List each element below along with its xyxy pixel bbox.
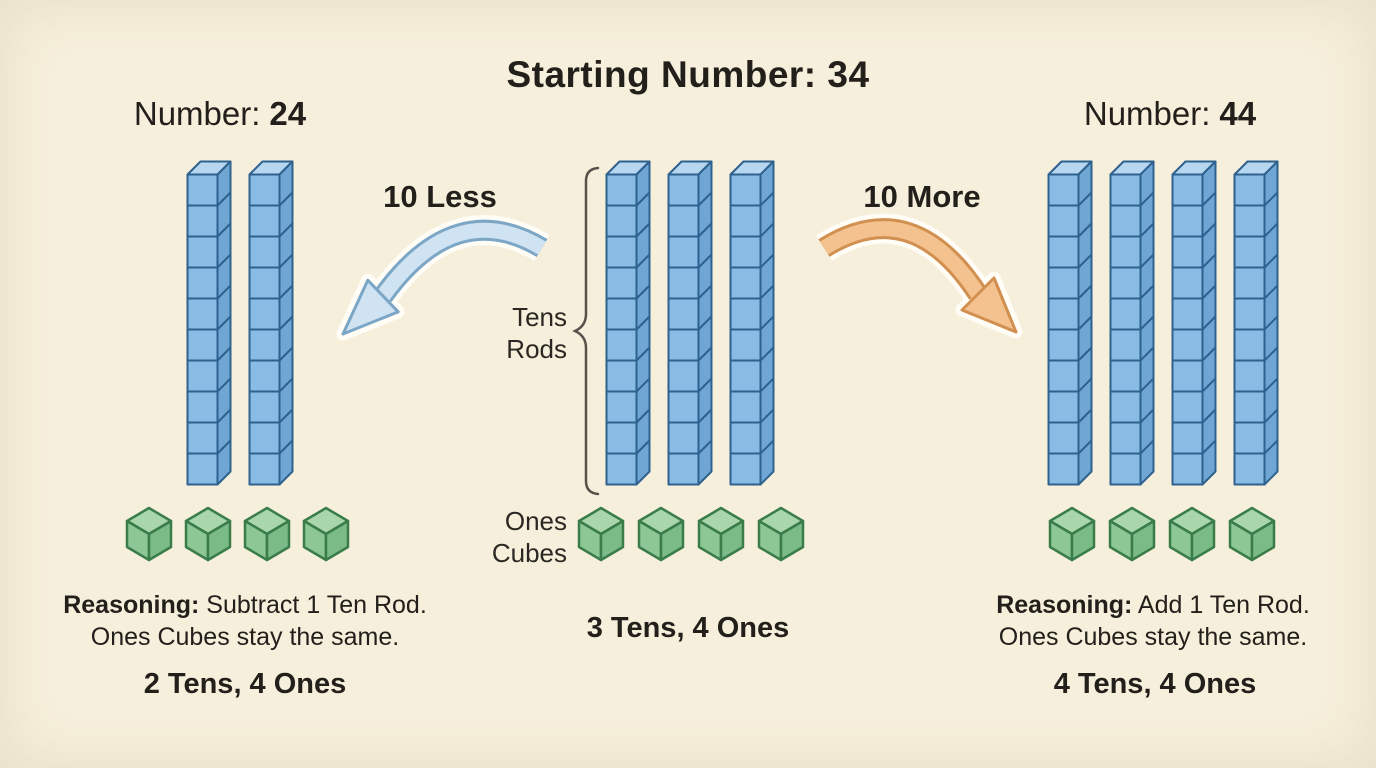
ones-cubes-label: Ones Cubes xyxy=(491,506,567,568)
tens-rod xyxy=(729,160,775,486)
ones-cube xyxy=(1048,506,1096,562)
center-tens-rods-group xyxy=(605,160,775,486)
ten-less-arrow-icon xyxy=(336,215,550,341)
left-number-value: 24 xyxy=(269,95,307,132)
ones-cube xyxy=(697,506,745,562)
tens-rod xyxy=(605,160,651,486)
ones-cube xyxy=(243,506,291,562)
center-ones-cubes-group xyxy=(576,506,806,562)
tens-rod xyxy=(1171,160,1217,486)
ones-cube xyxy=(302,506,350,562)
ones-cube xyxy=(577,506,625,562)
ten-more-label: 10 More xyxy=(863,179,981,214)
left-reasoning: Reasoning: Subtract 1 Ten Rod. Ones Cube… xyxy=(45,589,445,653)
right-reasoning-line2: Ones Cubes stay the same. xyxy=(998,623,1308,651)
tens-rod xyxy=(667,160,713,486)
tens-rod xyxy=(248,160,294,486)
ones-cube xyxy=(1168,506,1216,562)
tens-rods-brace-icon xyxy=(572,166,600,496)
right-reasoning-prefix: Reasoning: xyxy=(996,591,1133,619)
right-reasoning: Reasoning: Add 1 Ten Rod. Ones Cubes sta… xyxy=(953,589,1353,653)
left-number-label: Number: xyxy=(133,95,261,132)
ten-less-label: 10 Less xyxy=(383,179,497,214)
left-tens-rods-group xyxy=(186,160,294,486)
right-tens-rods-group xyxy=(1047,160,1279,486)
right-reasoning-text: Add 1 Ten Rod. xyxy=(1132,591,1310,619)
tens-rod xyxy=(1233,160,1279,486)
ten-more-arrow-icon xyxy=(816,213,1023,339)
ones-cube xyxy=(184,506,232,562)
left-number-heading: Number:24 xyxy=(60,95,380,133)
ones-cube xyxy=(757,506,805,562)
tens-rod xyxy=(1047,160,1093,486)
center-summary: 3 Tens, 4 Ones xyxy=(586,612,790,644)
tens-rod xyxy=(186,160,232,486)
left-reasoning-prefix: Reasoning: xyxy=(63,591,200,619)
right-number-label: Number: xyxy=(1083,95,1211,132)
right-number-value: 44 xyxy=(1219,95,1257,132)
tens-rods-label: Tens Rods xyxy=(506,302,567,364)
right-ones-cubes-group xyxy=(1047,506,1277,562)
right-number-heading: Number:44 xyxy=(1010,95,1330,133)
left-reasoning-text: Subtract 1 Ten Rod. xyxy=(199,591,427,619)
ones-cube xyxy=(1108,506,1156,562)
left-reasoning-line2: Ones Cubes stay the same. xyxy=(90,623,400,651)
page-title: Starting Number: 34 xyxy=(506,54,870,95)
right-summary: 4 Tens, 4 Ones xyxy=(1053,668,1257,700)
ones-cube xyxy=(1228,506,1276,562)
ones-cube xyxy=(125,506,173,562)
left-summary: 2 Tens, 4 Ones xyxy=(143,668,347,700)
ones-cube xyxy=(637,506,685,562)
tens-rod xyxy=(1109,160,1155,486)
left-ones-cubes-group xyxy=(124,506,351,562)
